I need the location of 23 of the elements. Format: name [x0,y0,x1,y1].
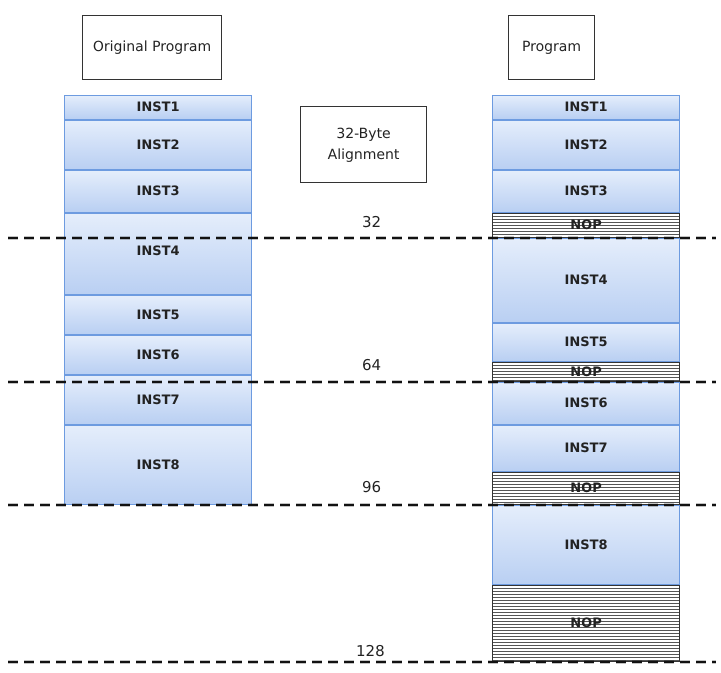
instruction-block: INST3 [492,170,680,213]
program-header-box: Original Program [82,15,222,80]
instruction-block: INST2 [492,120,680,170]
instruction-block: INST8 [64,425,252,505]
instruction-block: INST1 [64,95,252,120]
byte-offset-label: 64 [362,356,382,374]
instruction-block: INST5 [492,323,680,362]
program-header-box: Program [508,15,595,80]
instruction-block: INST6 [64,335,252,375]
instruction-block: INST5 [64,295,252,335]
byte-offset-label: 128 [356,642,385,660]
instruction-block: INST1 [492,95,680,120]
instruction-block: INST4 [64,213,252,295]
instruction-block: INST8 [492,505,680,585]
instruction-block: INST7 [64,375,252,425]
instruction-block: INST2 [64,120,252,170]
instruction-block: INST6 [492,382,680,425]
instruction-block: INST7 [492,425,680,472]
instruction-block: INST4 [492,238,680,323]
instruction-block: INST3 [64,170,252,213]
byte-offset-label: 96 [362,478,382,496]
alignment-box: 32-Byte Alignment [300,106,427,183]
byte-offset-label: 32 [362,213,382,231]
